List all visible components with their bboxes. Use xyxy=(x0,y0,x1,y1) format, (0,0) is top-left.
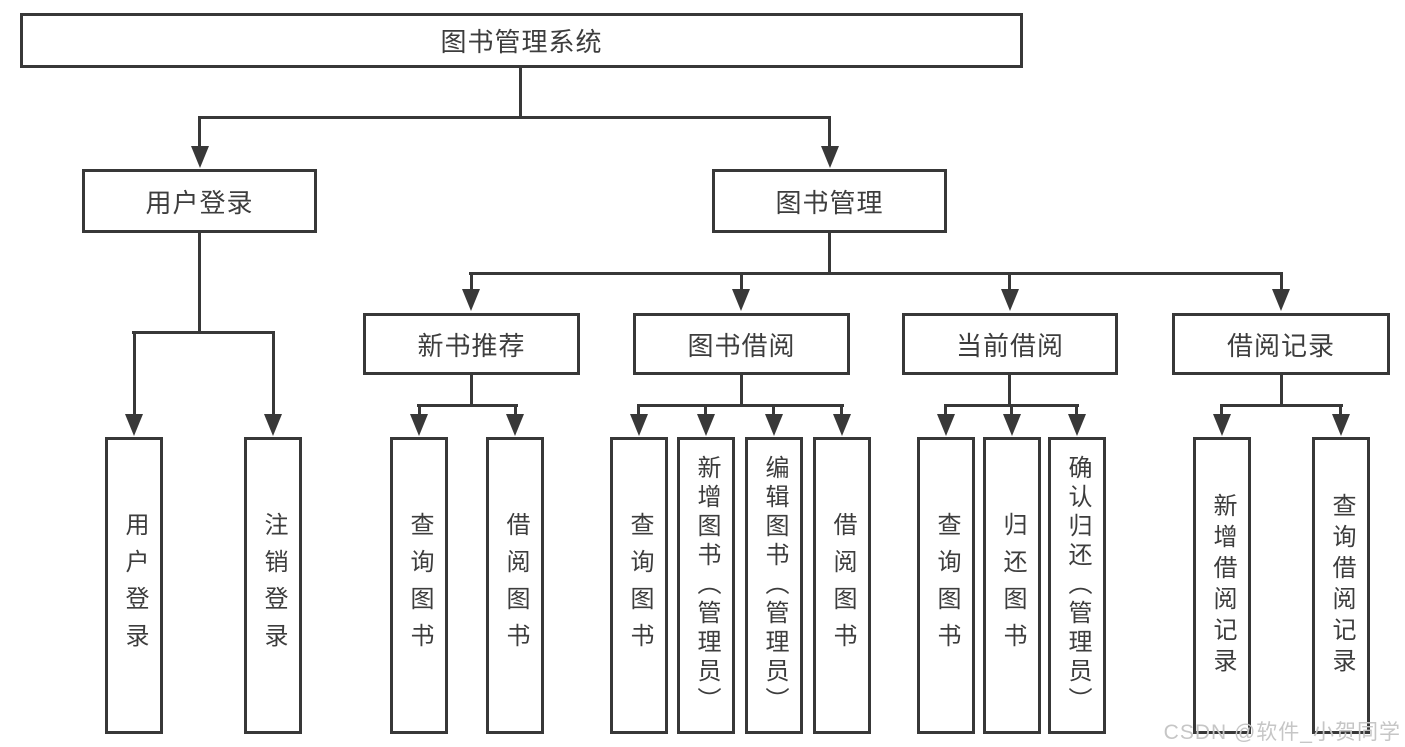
connector-line xyxy=(514,404,517,416)
connector-line xyxy=(1220,404,1223,416)
leaf-borrow-books-borrowing: 借阅图书 xyxy=(813,437,871,734)
connector-line xyxy=(828,118,831,148)
leaf-query-books-recommend: 查询图书 xyxy=(390,437,448,734)
arrow-down-icon xyxy=(833,414,851,436)
connector-line xyxy=(740,374,743,406)
connector-line xyxy=(772,404,775,416)
leaf-query-borrow-record-label: 查询借阅记录 xyxy=(1328,492,1355,679)
arrow-down-icon xyxy=(462,289,480,311)
leaf-query-books-current: 查询图书 xyxy=(917,437,975,734)
leaf-add-book-admin: 新增图书（管理员） xyxy=(677,437,735,734)
connector-line xyxy=(1075,404,1078,416)
arrow-down-icon xyxy=(732,289,750,311)
arrow-down-icon xyxy=(1001,289,1019,311)
arrow-down-icon xyxy=(191,146,209,168)
connector-line xyxy=(637,404,844,407)
node-book-management-label: 图书管理 xyxy=(775,187,884,218)
connector-line xyxy=(272,333,275,414)
connector-line xyxy=(198,118,201,148)
connector-line xyxy=(740,274,743,292)
leaf-query-borrow-record: 查询借阅记录 xyxy=(1312,437,1370,734)
arrow-down-icon xyxy=(1003,414,1021,436)
connector-line xyxy=(1220,404,1343,407)
arrow-down-icon xyxy=(937,414,955,436)
arrow-down-icon xyxy=(410,414,428,436)
leaf-user-login-label: 用户登录 xyxy=(121,511,148,660)
connector-line xyxy=(637,404,640,416)
connector-line xyxy=(704,404,707,416)
connector-line xyxy=(418,404,421,416)
arrow-down-icon xyxy=(1332,414,1350,436)
connector-line xyxy=(1008,274,1011,292)
node-new-book-recommend-label: 新书推荐 xyxy=(417,330,526,361)
connector-line xyxy=(470,374,473,406)
node-borrow-records-label: 借阅记录 xyxy=(1226,330,1335,361)
leaf-borrow-books-borrowing-label: 借阅图书 xyxy=(829,511,856,660)
node-borrow-records: 借阅记录 xyxy=(1172,313,1390,375)
leaf-logout-label: 注销登录 xyxy=(260,511,287,660)
connector-line xyxy=(198,232,201,334)
node-current-borrowing: 当前借阅 xyxy=(902,313,1118,375)
connector-line xyxy=(840,404,843,416)
connector-line xyxy=(944,404,947,416)
leaf-borrow-books-recommend-label: 借阅图书 xyxy=(502,511,529,660)
arrow-down-icon xyxy=(821,146,839,168)
leaf-edit-book-admin-label: 编辑图书（管理员） xyxy=(761,455,788,716)
node-root-label: 图书管理系统 xyxy=(440,27,603,57)
connector-line xyxy=(828,232,831,274)
node-book-management: 图书管理 xyxy=(712,169,947,233)
leaf-add-book-admin-label: 新增图书（管理员） xyxy=(693,455,720,716)
leaf-add-borrow-record: 新增借阅记录 xyxy=(1193,437,1251,734)
leaf-borrow-books-recommend: 借阅图书 xyxy=(486,437,544,734)
node-book-borrowing: 图书借阅 xyxy=(633,313,850,375)
connector-line xyxy=(1280,374,1283,406)
connector-line xyxy=(198,116,831,119)
leaf-confirm-return-admin: 确认归还（管理员） xyxy=(1048,437,1106,734)
leaf-return-book-label: 归还图书 xyxy=(999,511,1026,660)
node-current-borrowing-label: 当前借阅 xyxy=(955,330,1064,361)
node-user-login-label: 用户登录 xyxy=(145,187,254,218)
arrow-down-icon xyxy=(264,414,282,436)
csdn-watermark: CSDN @软件_小贺同学 xyxy=(1163,721,1401,744)
connector-line xyxy=(1010,404,1013,416)
connector-line xyxy=(470,274,473,292)
arrow-down-icon xyxy=(1068,414,1086,436)
arrow-down-icon xyxy=(630,414,648,436)
leaf-edit-book-admin: 编辑图书（管理员） xyxy=(745,437,803,734)
node-user-login: 用户登录 xyxy=(82,169,317,233)
arrow-down-icon xyxy=(506,414,524,436)
leaf-query-books-recommend-label: 查询图书 xyxy=(406,511,433,660)
leaf-query-books-borrowing-label: 查询图书 xyxy=(626,511,653,660)
connector-line xyxy=(469,272,1283,275)
connector-line xyxy=(133,333,136,414)
connector-line xyxy=(519,67,522,117)
leaf-logout: 注销登录 xyxy=(244,437,302,734)
node-root: 图书管理系统 xyxy=(20,13,1023,68)
arrow-down-icon xyxy=(1213,414,1231,436)
arrow-down-icon xyxy=(125,414,143,436)
connector-line xyxy=(1280,274,1283,292)
arrow-down-icon xyxy=(697,414,715,436)
leaf-add-borrow-record-label: 新增借阅记录 xyxy=(1209,492,1236,679)
connector-line xyxy=(1008,374,1011,406)
leaf-query-books-current-label: 查询图书 xyxy=(933,511,960,660)
connector-line xyxy=(417,404,518,407)
leaf-query-books-borrowing: 查询图书 xyxy=(610,437,668,734)
node-new-book-recommend: 新书推荐 xyxy=(363,313,580,375)
node-book-borrowing-label: 图书借阅 xyxy=(687,330,796,361)
arrow-down-icon xyxy=(765,414,783,436)
arrow-down-icon xyxy=(1272,289,1290,311)
leaf-return-book: 归还图书 xyxy=(983,437,1041,734)
connector-line xyxy=(132,331,275,334)
connector-line xyxy=(1339,404,1342,416)
leaf-confirm-return-admin-label: 确认归还（管理员） xyxy=(1064,455,1091,716)
leaf-user-login: 用户登录 xyxy=(105,437,163,734)
